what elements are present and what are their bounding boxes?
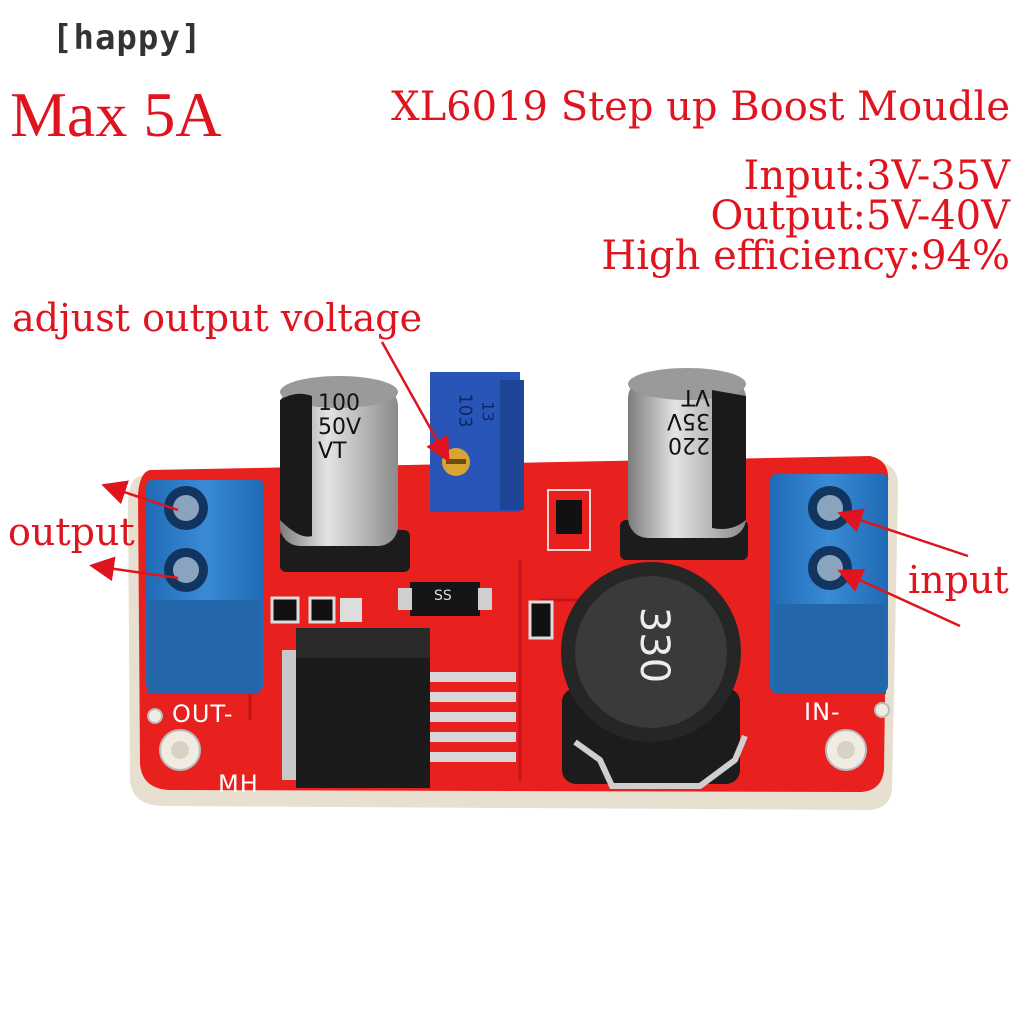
capacitor-100uf — [280, 376, 410, 572]
adjust-arrow — [380, 341, 450, 463]
adjust-voltage-label: adjust output voltage — [12, 296, 423, 340]
capacitor-220uf — [620, 368, 748, 560]
output-arrow-bottom — [89, 556, 179, 582]
smd-resistor — [270, 596, 300, 624]
watermark: [happy] — [52, 18, 203, 58]
capacitor-left-marking: 100 50V VT — [318, 392, 361, 464]
cap-left-series: VT — [318, 439, 347, 464]
cap-right-value: 220 — [668, 432, 710, 457]
input-label: input — [908, 558, 1009, 602]
input-arrow-top — [837, 508, 969, 558]
input-arrow-bottom — [837, 568, 961, 628]
cap-left-value: 100 — [318, 391, 360, 416]
cap-right-series: VT — [681, 384, 711, 409]
pot-code: 13 — [478, 401, 498, 422]
pot-marking: 103 — [454, 393, 476, 428]
output-terminal-block — [146, 480, 264, 694]
in-minus-label: IN- — [804, 698, 841, 726]
potentiometer — [430, 372, 524, 512]
xl6019-chip — [282, 628, 516, 788]
inductor — [561, 562, 748, 789]
spec-output: Output:5V-40V — [710, 193, 1010, 239]
smd-capacitor — [340, 598, 362, 622]
output-arrow-top — [101, 480, 179, 512]
cap-right-voltage: 35V — [666, 408, 710, 433]
smd-resistor — [308, 596, 336, 624]
inductor-marking: 330 — [631, 606, 678, 684]
cap-left-voltage: 50V — [318, 415, 362, 440]
product-title: XL6019 Step up Boost Moudle — [391, 84, 1010, 130]
schottky-diode — [398, 582, 492, 616]
small-diode — [547, 489, 591, 551]
max-current-heading: Max 5A — [10, 79, 222, 150]
output-label: output — [8, 510, 135, 554]
smd-resistor — [528, 600, 554, 640]
mh-label: MH — [218, 770, 259, 798]
spec-input: Input:3V-35V — [743, 153, 1010, 199]
capacitor-right-marking: 220 35V VT — [666, 384, 711, 457]
out-minus-label: OUT- — [172, 700, 234, 728]
diode-marking: SS — [434, 588, 452, 604]
spec-efficiency: High efficiency:94% — [601, 233, 1010, 279]
